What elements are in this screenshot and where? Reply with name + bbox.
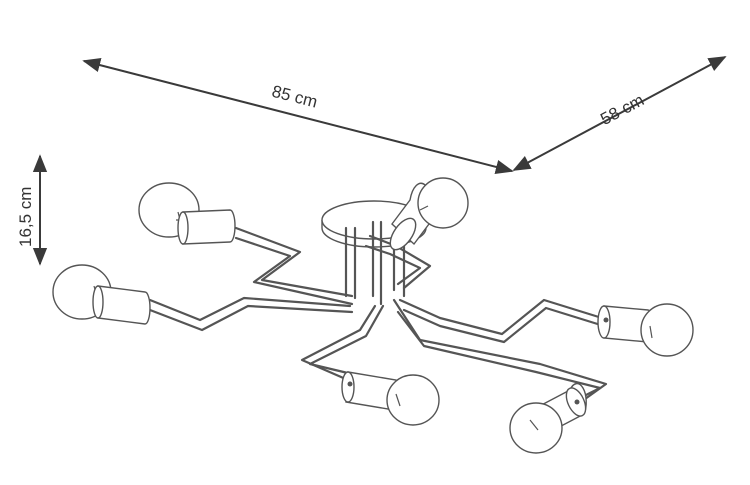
bulb-top [389, 177, 469, 251]
dimension-height-label: 16,5 cm [16, 187, 35, 247]
dimension-depth: 58 cm [512, 56, 727, 171]
bulb-middle-left [52, 264, 151, 325]
bulb-bottom-right [509, 382, 587, 454]
dimension-depth-label: 58 cm [597, 90, 647, 129]
dimension-height: 16,5 cm [16, 154, 48, 266]
dimension-length: 85 cm [82, 58, 514, 174]
bulb-bottom-center [341, 371, 440, 426]
bulb-right [597, 303, 694, 357]
bulb-upper-left [138, 182, 236, 245]
lamp-arms [148, 226, 608, 406]
ceiling-lamp [52, 177, 694, 454]
dimension-length-label: 85 cm [270, 82, 320, 112]
